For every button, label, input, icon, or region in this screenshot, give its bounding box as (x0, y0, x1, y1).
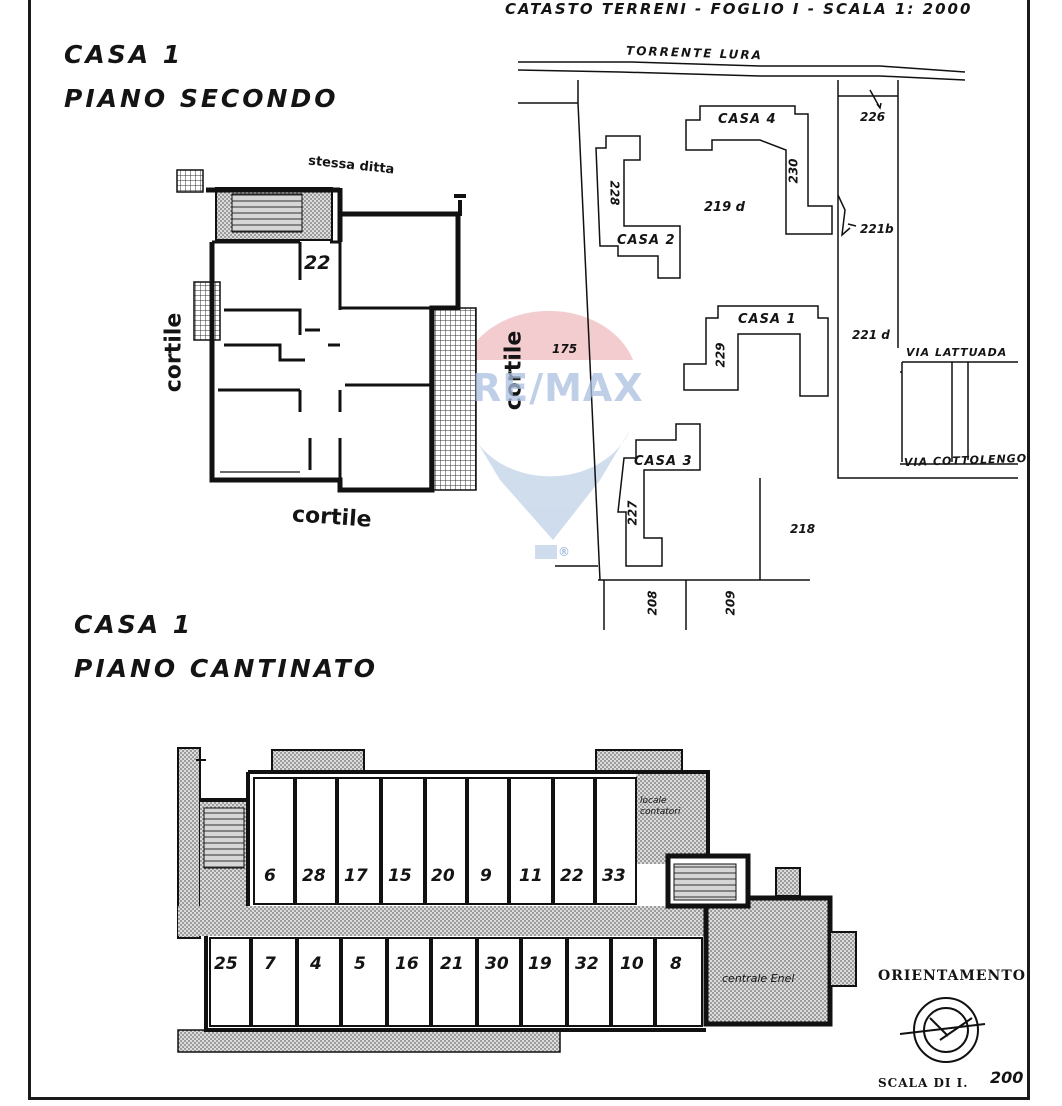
cellar-bottom-32: 32 (575, 954, 599, 974)
house-label-casa-3: CASA 3 (634, 454, 693, 469)
unit-number-22: 22 (304, 252, 331, 274)
watermark-registered: ® (558, 545, 570, 559)
parcel-228: 228 (607, 180, 622, 206)
cellar-top-11: 11 (519, 866, 543, 886)
cellar-top-20: 20 (431, 866, 455, 886)
power-room-label: centrale Enel (722, 972, 795, 985)
cellar-top-9: 9 (480, 866, 492, 886)
cellar-bottom-25: 25 (214, 954, 238, 974)
scale-label: SCALA DI I. (878, 1076, 969, 1090)
parcel-227: 227 (625, 500, 640, 526)
cellar-top-15: 15 (388, 866, 412, 886)
cellar-top-28: 28 (302, 866, 326, 886)
parcel-218: 218 (790, 522, 816, 536)
cellar-bottom-8: 8 (670, 954, 682, 974)
house-label-casa-4: CASA 4 (718, 112, 777, 127)
parcel-175: 175 (552, 342, 578, 356)
cadastre-caption: CATASTO TERRENI - FOGLIO I - SCALA 1: 20… (505, 0, 973, 18)
orientation-label: ORIENTAMENTO (878, 968, 1026, 984)
cellar-bottom-4: 4 (310, 954, 322, 974)
cellar-bottom-10: 10 (620, 954, 644, 974)
cellar-bottom-21: 21 (440, 954, 464, 974)
grid-block-top-left (176, 169, 204, 193)
cellar-bottom-16: 16 (395, 954, 419, 974)
cellar-bottom-19: 19 (528, 954, 552, 974)
parcel-208: 208 (645, 590, 660, 616)
cellar-bottom-7: 7 (264, 954, 276, 974)
basement-plan (177, 747, 857, 1053)
label-cortile-left: cortile (161, 312, 187, 393)
street-via-lattuada: VIA LATTUADA (906, 346, 1008, 359)
watermark-balloon (465, 310, 633, 559)
second-floor-plan (176, 169, 477, 493)
parcel-226: 226 (860, 110, 886, 124)
cellar-top-22: 22 (560, 866, 584, 886)
watermark-brand: RE/MAX (472, 366, 644, 410)
cellar-top-6: 6 (264, 866, 276, 886)
parcel-229: 229 (713, 342, 728, 368)
cadastral-site-map (517, 61, 1018, 630)
north-arrow-icon (899, 997, 986, 1063)
centrale-enel-room (703, 895, 833, 1027)
parcel-221b: 221b (860, 222, 894, 236)
second-floor-subtitle: PIANO SECONDO (64, 84, 339, 113)
second-floor-title: CASA 1 (64, 40, 184, 69)
cellar-top-17: 17 (344, 866, 368, 886)
cellar-bottom-5: 5 (354, 954, 366, 974)
meter-room-label: locale contatori (640, 796, 681, 817)
grid-block-left (193, 281, 221, 341)
cellar-bottom-30: 30 (485, 954, 509, 974)
parcel-230: 230 (786, 158, 801, 184)
sheet-border (28, 0, 1030, 1100)
cellar-top-33: 33 (602, 866, 626, 886)
parcel-209: 209 (723, 590, 738, 616)
house-label-casa-1: CASA 1 (738, 312, 797, 327)
parcel-219d: 219 d (704, 200, 745, 215)
parcel-221d: 221 d (852, 328, 890, 342)
house-label-casa-2: CASA 2 (617, 233, 676, 248)
basement-title: CASA 1 (74, 610, 194, 639)
grid-block-right-courtyard (429, 307, 477, 491)
scale-value: 200 (990, 1068, 1024, 1087)
basement-subtitle: PIANO CANTINATO (74, 654, 379, 683)
